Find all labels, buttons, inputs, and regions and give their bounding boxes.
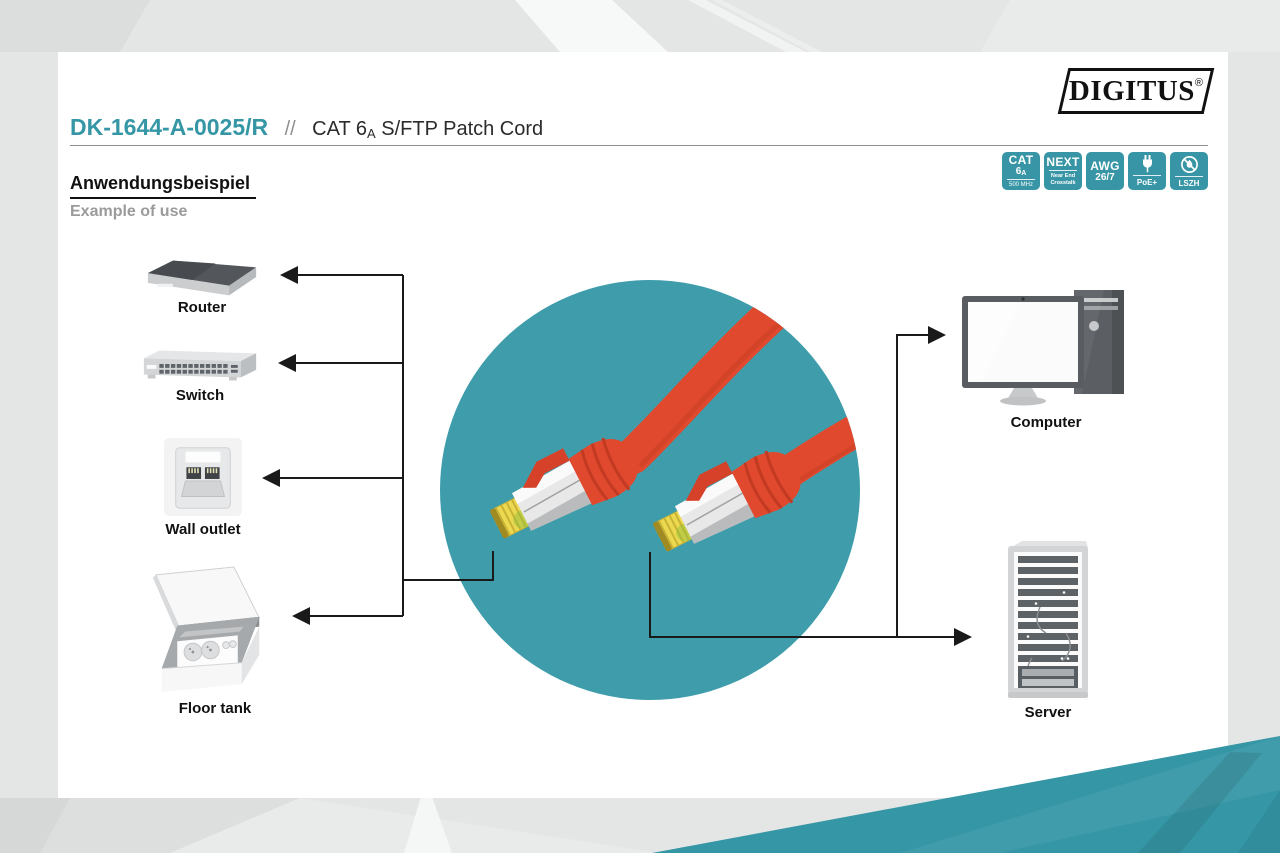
badge-cat-sub: A xyxy=(1021,170,1027,177)
product-name: CAT 6 xyxy=(312,118,368,140)
no-flame-icon xyxy=(1180,155,1198,173)
badge-next: NEXT Near End Crosstalk xyxy=(1044,152,1082,190)
floor-tank-icon xyxy=(148,565,270,697)
logo-frame: DIGITUS® xyxy=(1057,68,1215,114)
badge-next-line1: Near End xyxy=(1050,173,1076,179)
badge-awg-bottom: 26/7 xyxy=(1095,171,1115,183)
badge-poe: PoE+ xyxy=(1128,152,1166,190)
wall-outlet-icon xyxy=(164,438,242,518)
product-title-row: DK-1644-A-0025/R // CAT 6A S/FTP Patch C… xyxy=(70,114,543,141)
server-label: Server xyxy=(1024,704,1072,721)
badge-awg: AWG 26/7 xyxy=(1086,152,1124,190)
router-icon xyxy=(144,256,260,300)
patch-cord-photo xyxy=(440,280,860,700)
product-name-subscript: A xyxy=(367,126,376,141)
badge-cat6a: CAT 6A 500 MHz xyxy=(1002,152,1040,190)
router-label: Router xyxy=(177,299,227,316)
switch-label: Switch xyxy=(175,387,225,404)
badge-poe-label: PoE+ xyxy=(1136,178,1158,187)
badge-lszh-label: LSZH xyxy=(1178,178,1200,188)
header-divider xyxy=(70,145,1208,146)
product-code: DK-1644-A-0025/R xyxy=(70,114,269,140)
poe-plug-icon xyxy=(1142,155,1152,173)
wall-outlet-label: Wall outlet xyxy=(165,521,241,538)
section-heading-de: Anwendungsbeispiel xyxy=(70,173,257,199)
feature-badges: CAT 6A 500 MHz NEXT Near End Crosstalk A… xyxy=(1002,152,1208,190)
computer-icon xyxy=(962,288,1130,406)
badge-cat-top: CAT xyxy=(1008,153,1034,167)
badge-lszh: LSZH xyxy=(1170,152,1208,190)
server-icon xyxy=(1006,538,1090,702)
digitus-logo: DIGITUS® xyxy=(1057,68,1215,116)
section-heading-en: Example of use xyxy=(70,203,188,220)
logo-text: DIGITUS xyxy=(1068,74,1195,107)
badge-divider xyxy=(1007,179,1035,180)
registered-mark: ® xyxy=(1194,76,1204,89)
badge-cat-bottom: 500 MHz xyxy=(1008,182,1033,188)
floor-tank-label: Floor tank xyxy=(178,700,252,717)
badge-next-line2: Crosstalk xyxy=(1050,179,1076,186)
badge-divider xyxy=(1133,175,1161,176)
product-name-rest: S/FTP Patch Cord xyxy=(375,118,544,140)
badge-next-top: NEXT xyxy=(1046,155,1080,169)
title-separator: // xyxy=(284,118,296,140)
badge-divider xyxy=(1175,175,1203,177)
switch-icon xyxy=(140,344,260,384)
badge-divider xyxy=(1049,170,1077,171)
badge-awg-top: AWG xyxy=(1090,158,1120,173)
computer-label: Computer xyxy=(1010,414,1082,431)
